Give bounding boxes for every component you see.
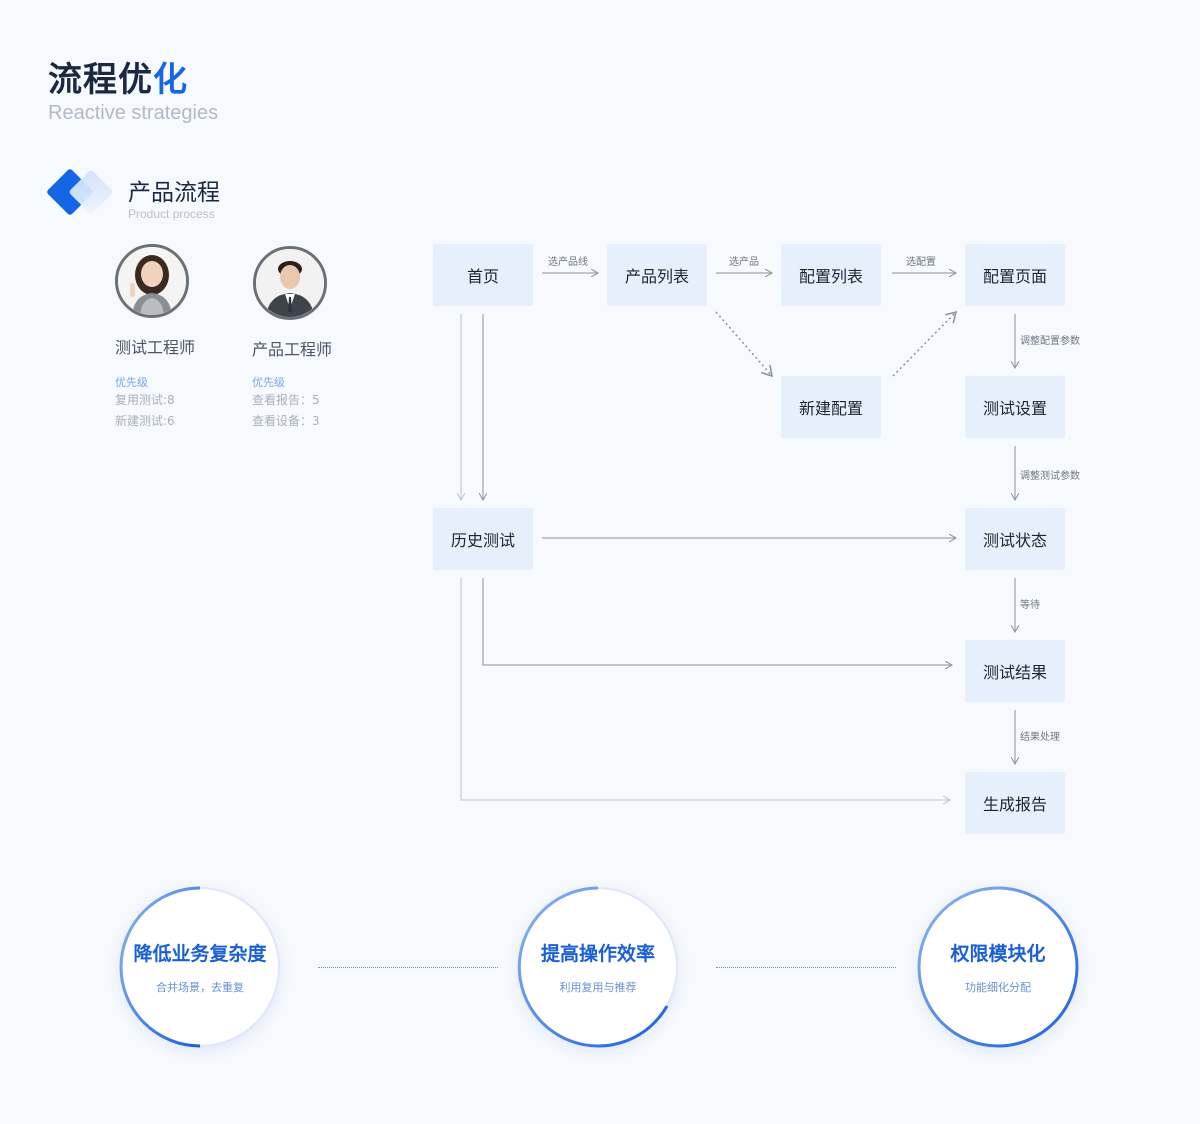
progress-ring [119,886,201,1048]
edge-label: 调整配置参数 [1020,336,1080,347]
persona-stat: 新建测试:6 [115,414,175,428]
avatar-product-engineer [253,246,327,320]
benefit-title: 权限模块化 [950,943,1046,965]
section-title: 产品流程 [128,180,220,206]
node-test-settings: 测试设置 [965,376,1065,438]
title-accent: 化 [153,60,188,100]
node-config-page: 配置页面 [965,244,1065,306]
persona-role: 产品工程师 [252,340,333,359]
node-product-list: 产品列表 [607,244,707,306]
dotted-connector [716,967,896,968]
persona-stat: 复用测试:8 [115,393,175,407]
progress-ring [917,886,1079,1048]
benefit-subtitle: 合并场景，去重复 [156,981,244,994]
section-subtitle: Product process [128,207,215,221]
persona-priority: 优先级 [115,376,148,389]
benefit-subtitle: 利用复用与推荐 [559,981,637,994]
edge-label: 选配置 [906,257,936,268]
edge-label: 等待 [1020,600,1040,611]
node-history-test: 历史测试 [433,508,533,570]
page-subtitle: Reactive strategies [48,102,219,124]
persona-meta: 查看报告：5 查看设备：3 [252,390,320,432]
persona-stat: 查看报告：5 [252,393,320,407]
benefit-circle-complexity: 降低业务复杂度 合并场景，去重复 [122,889,278,1045]
benefit-subtitle: 功能细化分配 [965,981,1031,994]
diamond-logo-icon [47,169,113,215]
edge-history-to-report [460,578,950,800]
benefit-circle-permissions: 权限模块化 功能细化分配 [920,889,1076,1045]
benefit-title: 提高操作效率 [540,943,655,965]
dotted-connector [318,967,498,968]
persona-meta: 复用测试:8 新建测试:6 [115,390,175,432]
edge-label: 调整测试参数 [1020,471,1080,482]
node-config-list: 配置列表 [781,244,881,306]
persona-role: 测试工程师 [115,338,196,357]
benefit-circle-efficiency: 提高操作效率 利用复用与推荐 [520,889,676,1045]
edge-label: 选产品 [729,257,759,268]
progress-ring [517,886,669,1048]
node-new-config: 新建配置 [781,376,881,438]
page-title: 流程优化 [48,52,188,101]
title-main: 流程优 [48,60,153,100]
persona-stat: 查看设备：3 [252,414,320,428]
edge-label: 结果处理 [1020,732,1060,743]
edge-history-to-test-result [482,578,952,665]
person-male-icon [256,249,324,317]
avatar-test-engineer [115,244,189,318]
node-test-status: 测试状态 [965,508,1065,570]
person-female-icon [118,247,186,315]
edge-label: 选产品线 [548,257,588,268]
node-test-result: 测试结果 [965,640,1065,702]
edge-product-list-to-new-config [715,311,772,376]
benefit-title: 降低业务复杂度 [133,943,267,965]
node-report: 生成报告 [965,772,1065,834]
node-home: 首页 [433,244,533,306]
persona-priority: 优先级 [252,376,285,389]
